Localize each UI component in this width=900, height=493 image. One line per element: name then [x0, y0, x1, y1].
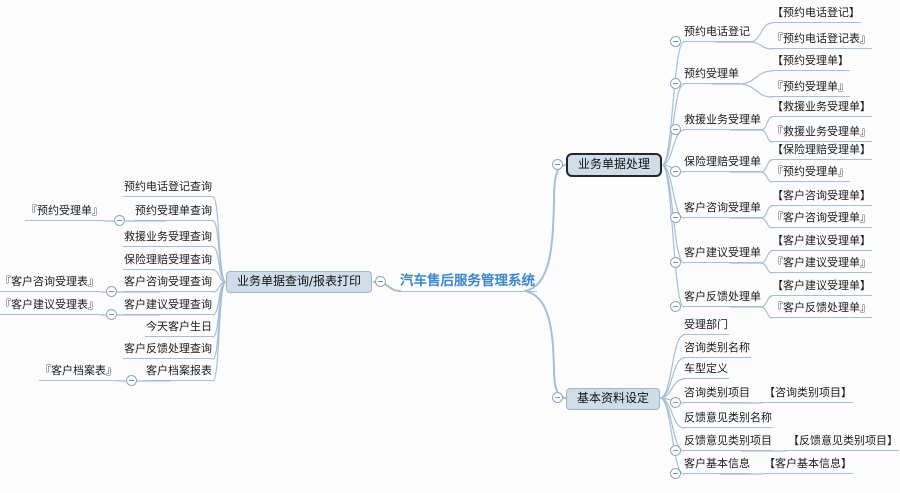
mindmap-topic[interactable]: 预约电话登记: [683, 25, 751, 42]
mindmap-topic[interactable]: 【反馈意见类别项目】: [787, 434, 899, 451]
mindmap-topic[interactable]: 保险理赔受理查询: [123, 253, 213, 270]
mindmap-topic[interactable]: 今天客户生日: [145, 320, 213, 337]
mindmap-topic[interactable]: 预约电话登记查询: [123, 180, 213, 197]
mindmap-topic[interactable]: 客户档案报表: [145, 364, 213, 381]
collapse-icon[interactable]: [552, 159, 563, 170]
mindmap-topic[interactable]: 保险理赔受理单: [683, 155, 762, 172]
collapse-icon[interactable]: [106, 286, 117, 297]
collapse-icon[interactable]: [670, 124, 681, 135]
collapse-icon[interactable]: [106, 309, 117, 320]
mindmap-topic[interactable]: 『客户建议受理表』: [0, 298, 100, 315]
topic-business-documents[interactable]: 业务单据处理: [566, 153, 663, 177]
mindmap-topic[interactable]: 咨询类别名称: [683, 341, 751, 358]
mindmap-topic[interactable]: 『预约受理单』: [25, 204, 104, 221]
mindmap-topic[interactable]: 【预约受理单】: [771, 54, 850, 71]
mindmap-topic[interactable]: 客户建议受理单: [683, 246, 762, 263]
mindmap-topic[interactable]: 【预约电话登记】: [771, 6, 861, 23]
mindmap-topic[interactable]: 【咨询类别项目】: [763, 386, 853, 403]
topic-basic-data[interactable]: 基本资料设定: [566, 388, 661, 410]
collapse-icon[interactable]: [670, 78, 681, 89]
mindmap-topic[interactable]: 【客户建议受理单】: [771, 234, 872, 251]
mindmap-topic[interactable]: 客户咨询受理查询: [123, 275, 213, 292]
collapse-icon[interactable]: [670, 445, 681, 456]
mindmap-topic[interactable]: 【客户建议受理单】: [771, 279, 872, 296]
mindmap-topic[interactable]: 『预约受理单』: [771, 80, 850, 97]
mindmap-topic[interactable]: 反馈意见类别项目: [683, 434, 773, 451]
collapse-icon[interactable]: [670, 301, 681, 312]
collapse-icon[interactable]: [670, 166, 681, 177]
mindmap-topic[interactable]: 客户咨询受理单: [683, 201, 762, 218]
mindmap-topic[interactable]: 反馈意见类别名称: [683, 411, 773, 428]
mindmap-topic[interactable]: 客户反馈处理查询: [123, 342, 213, 359]
mindmap-topic[interactable]: 客户基本信息: [683, 457, 751, 474]
mindmap-topic[interactable]: 『客户咨询受理单』: [771, 211, 872, 228]
mindmap-topic[interactable]: 【保险理赔受理单】: [771, 143, 872, 160]
collapse-icon[interactable]: [670, 212, 681, 223]
collapse-icon[interactable]: [670, 257, 681, 268]
mindmap-topic[interactable]: 『救援业务受理单』: [771, 125, 872, 142]
mindmap-topic[interactable]: 『预约受理单』: [771, 165, 850, 182]
collapse-icon[interactable]: [114, 215, 125, 226]
collapse-icon[interactable]: [670, 36, 681, 47]
collapse-icon[interactable]: [670, 468, 681, 479]
collapse-icon[interactable]: [375, 276, 386, 287]
root-topic[interactable]: 汽车售后服务管理系统: [398, 273, 537, 292]
mindmap-topic[interactable]: 预约受理单查询: [134, 204, 213, 221]
mindmap-topic[interactable]: 『预约电话登记表』: [771, 32, 872, 49]
mindmap-topic[interactable]: 【救援业务受理单】: [771, 100, 872, 117]
mindmap-topic[interactable]: 受理部门: [683, 318, 729, 335]
mindmap-topic[interactable]: 『客户咨询受理表』: [0, 275, 100, 292]
mindmap-topic[interactable]: 车型定义: [683, 362, 729, 379]
collapse-icon[interactable]: [670, 397, 681, 408]
collapse-icon[interactable]: [126, 375, 137, 386]
mindmap-topic[interactable]: 咨询类别项目: [683, 386, 751, 403]
mindmap-topic[interactable]: 客户反馈处理单: [683, 290, 762, 307]
mindmap-topic[interactable]: 【客户咨询受理单】: [771, 189, 872, 206]
mindmap-topic[interactable]: 预约受理单: [683, 67, 740, 84]
mindmap-topic[interactable]: 客户建议受理查询: [123, 298, 213, 315]
mindmap-topic[interactable]: 『客户档案表』: [39, 364, 118, 381]
mindmap-topic[interactable]: 救援业务受理查询: [123, 230, 213, 247]
mindmap-topic[interactable]: 『客户建议受理单』: [771, 256, 872, 273]
mindmap-topic[interactable]: 【客户基本信息】: [763, 457, 853, 474]
topic-query-print[interactable]: 业务单据查询/报表打印: [226, 271, 373, 293]
collapse-icon[interactable]: [552, 392, 563, 403]
mindmap-topic[interactable]: 『客户反馈处理单』: [771, 301, 872, 318]
mindmap-topic[interactable]: 救援业务受理单: [683, 113, 762, 130]
